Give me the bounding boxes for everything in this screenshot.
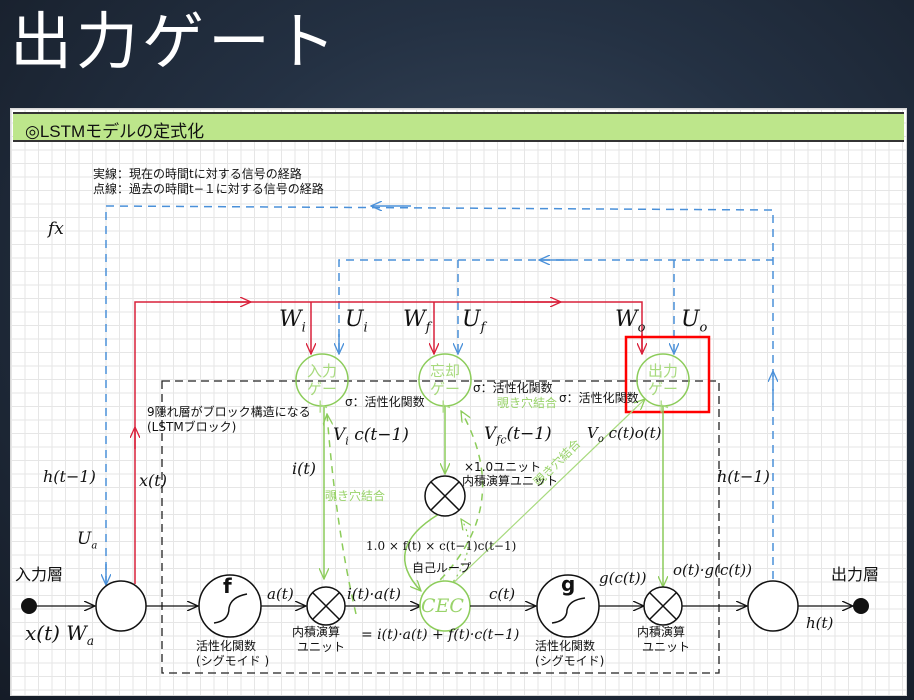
slide-title: 出力ゲート bbox=[10, 5, 341, 78]
input-layer-label: 入力層 bbox=[15, 565, 64, 584]
legend-dashed: 点線：過去の時間t−１に対する信号の経路 bbox=[93, 182, 324, 196]
f-node-label: f bbox=[223, 574, 232, 598]
a-t-label: a(t) bbox=[267, 585, 294, 603]
weight-uf: Uf bbox=[462, 307, 486, 336]
input-gate: 入力ゲート bbox=[306, 362, 337, 416]
weight-wo: Wo bbox=[615, 307, 646, 336]
unit-x10-label: ×1.0ユニット bbox=[464, 460, 542, 474]
hidden-layer-note: 9隠れ層がブロック構造になる bbox=[147, 405, 311, 419]
forget-gate: 忘却ゲート bbox=[429, 362, 460, 416]
weight-wf: Wf bbox=[403, 307, 431, 336]
vf-label: Vfc(t−1) bbox=[484, 424, 552, 447]
x-t-label: x(t) bbox=[139, 471, 167, 490]
h-t-1-right-label: h(t−1) bbox=[717, 467, 770, 486]
panel-header-text: ◎LSTMモデルの定式化 bbox=[25, 122, 205, 141]
inner-product-unit-label: 内積演算ユニット bbox=[462, 474, 559, 488]
legend-solid: 実線：現在の時間tに対する信号の経路 bbox=[93, 167, 302, 181]
cec-node-label: CEC bbox=[421, 595, 464, 617]
sigma-label-output: σ：活性化関数 bbox=[559, 391, 639, 405]
weight-ui: Ui bbox=[345, 307, 368, 336]
weight-wi: Wi bbox=[279, 307, 306, 336]
sigma-label-input: σ：活性化関数 bbox=[345, 395, 425, 409]
peephole-label-forget: 覗き穴結合 bbox=[497, 396, 558, 410]
sigma-label-forget: σ：活性化関数 bbox=[473, 381, 553, 395]
vo-label: Vo c(t)o(t) bbox=[587, 424, 662, 445]
ua-label: Ua bbox=[77, 529, 98, 552]
self-loop-equation: 1.0 × f(t) × c(t−1)c(t−1) bbox=[366, 539, 517, 553]
lstm-block-border bbox=[161, 380, 720, 674]
diagram-lines bbox=[21, 109, 869, 674]
vi-label: Vi c(t−1) bbox=[333, 425, 409, 448]
activation-f-caption: 活性化関数 bbox=[196, 639, 257, 653]
output-layer-label: 出力層 bbox=[831, 565, 880, 584]
inner-product-1-caption: 内積演算 bbox=[292, 625, 341, 639]
o-t-g-c-t-label: o(t)·g(c(t)) bbox=[673, 561, 752, 579]
peephole-label-input: 覗き穴結合 bbox=[325, 489, 386, 503]
g-node-label: g bbox=[561, 572, 576, 596]
h-t-label: h(t) bbox=[806, 614, 834, 632]
hidden-layer-note-2: (LSTMブロック) bbox=[147, 420, 237, 434]
panel-header: ◎LSTMモデルの定式化 bbox=[13, 112, 904, 142]
h-t-1-left-label: h(t−1) bbox=[43, 467, 96, 486]
activation-f-caption-2: (シグモイド ) bbox=[196, 654, 270, 668]
weight-uo: Uo bbox=[681, 307, 708, 336]
inner-product-1-caption-2: ユニット bbox=[297, 640, 346, 654]
i-t-label: i(t) bbox=[292, 459, 317, 478]
output-gate-highlight bbox=[624, 335, 711, 414]
g-c-t-label: g(c(t)) bbox=[599, 569, 647, 587]
activation-g-caption: 活性化関数 bbox=[535, 639, 596, 653]
diagram-panel: ◎LSTMモデルの定式化 bbox=[10, 108, 907, 696]
fx-label: fx bbox=[48, 219, 64, 239]
output-gate: 出力ゲート bbox=[647, 362, 678, 416]
inner-product-2-caption: 内積演算 bbox=[637, 625, 686, 639]
inner-product-2-caption-2: ユニット bbox=[642, 640, 691, 654]
c-t-label: c(t) bbox=[489, 585, 516, 603]
xt-wa-label: x(t) Wa bbox=[25, 621, 94, 648]
cec-equation: = i(t)·a(t) + f(t)·c(t−1) bbox=[361, 627, 520, 643]
activation-g-caption-2: (シグモイド) bbox=[535, 654, 605, 668]
self-loop-label: 自己ループ bbox=[412, 561, 472, 575]
i-t-a-t-label: i(t)·a(t) bbox=[347, 585, 401, 603]
